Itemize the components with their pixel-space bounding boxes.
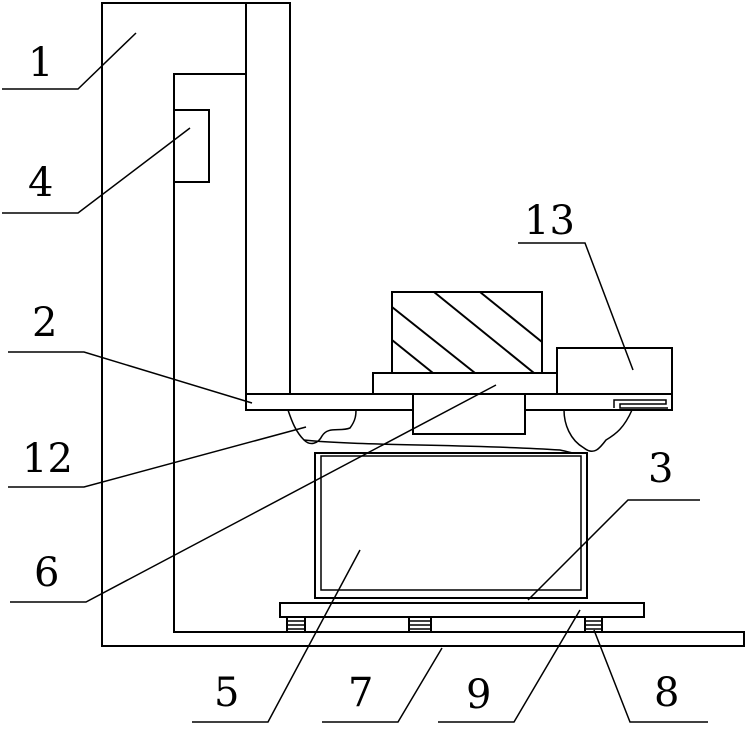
label-7: 7 [348, 670, 373, 716]
label-2: 2 [32, 300, 57, 346]
mount-plate [373, 373, 557, 394]
sensor-block-part-4 [174, 110, 209, 182]
spring-part-8 [287, 617, 602, 632]
label-13: 13 [524, 198, 575, 244]
label-8: 8 [654, 670, 679, 716]
label-6: 6 [34, 550, 59, 596]
hatched-block [392, 292, 542, 373]
label-3: 3 [648, 446, 673, 492]
base-plate-part-9 [280, 603, 644, 617]
side-box-part-13 [557, 348, 672, 394]
label-5: 5 [214, 670, 239, 716]
vertical-column [246, 3, 290, 394]
label-4: 4 [28, 160, 53, 206]
label-9: 9 [466, 672, 491, 718]
label-12: 12 [22, 436, 73, 482]
container-part-5 [315, 453, 587, 598]
label-1: 1 [28, 40, 53, 86]
